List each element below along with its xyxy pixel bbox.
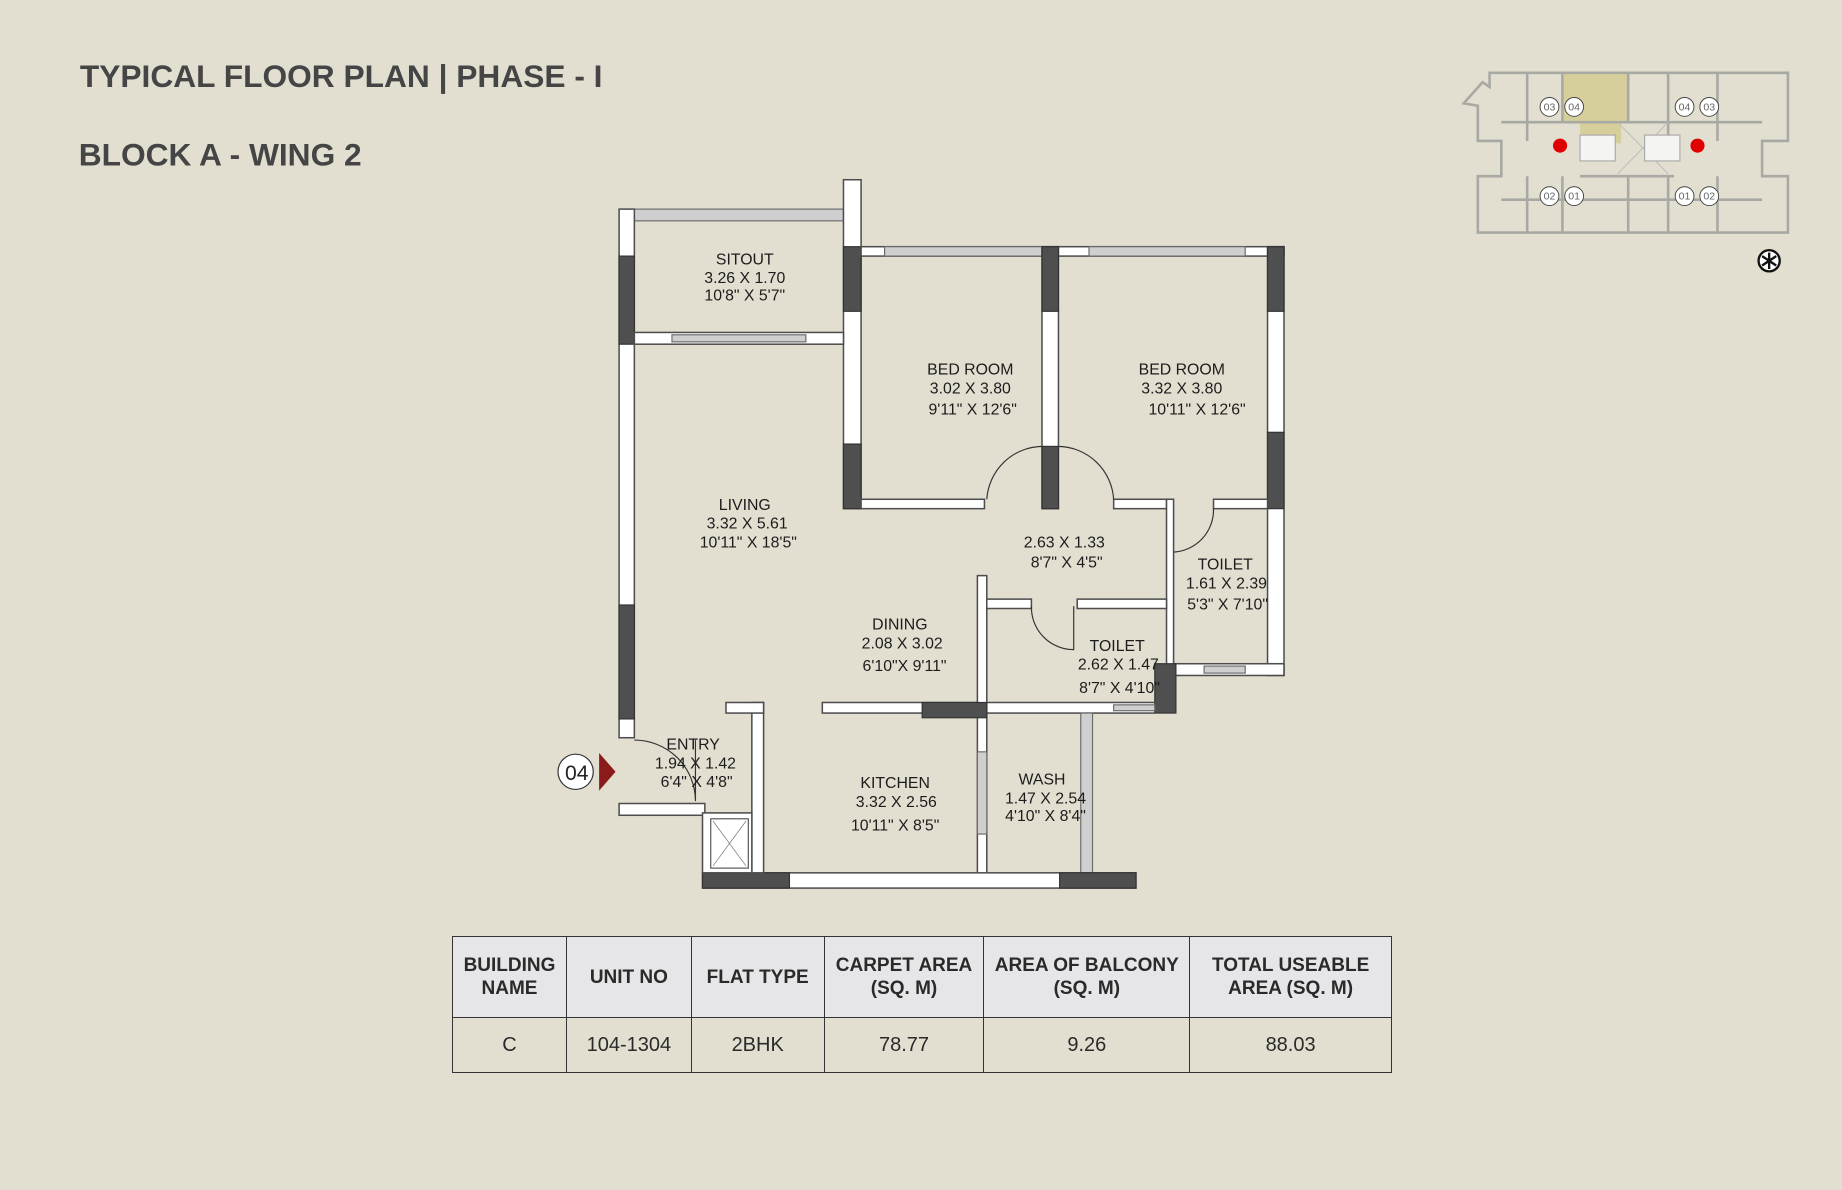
room-toilet-1: TOILET 1.61 X 2.39 5'3" X 7'10"	[1186, 557, 1268, 614]
svg-text:6'10"X 9'11": 6'10"X 9'11"	[863, 658, 947, 675]
room-toilet-2: TOILET 2.62 X 1.47 8'7" X 4'10"	[1078, 638, 1160, 697]
room-dining: DINING 2.08 X 3.02 6'10"X 9'11"	[862, 617, 947, 675]
cell-carpet-area: 78.77	[823, 1017, 985, 1073]
svg-text:8'7" X 4'10": 8'7" X 4'10"	[1079, 680, 1160, 697]
svg-text:4'10" X 8'4": 4'10" X 8'4"	[1005, 808, 1086, 825]
svg-text:ENTRY: ENTRY	[666, 736, 720, 753]
cell-flat-type: 2BHK	[690, 1017, 825, 1073]
cell-building-name: C	[452, 1017, 567, 1073]
svg-text:3.32 X 2.56: 3.32 X 2.56	[856, 794, 937, 811]
room-sitout: SITOUT 3.26 X 1.70 10'8" X 5'7"	[704, 251, 785, 304]
svg-text:02: 02	[1703, 191, 1715, 203]
svg-text:6'4" X 4'8": 6'4" X 4'8"	[661, 774, 733, 791]
page-subtitle: BLOCK A - WING 2	[79, 137, 362, 173]
cell-unit-no: 104-1304	[565, 1017, 692, 1073]
room-living: LIVING 3.32 X 5.61 10'11" X 18'5"	[700, 497, 797, 552]
svg-text:5'3" X 7'10": 5'3" X 7'10"	[1187, 597, 1268, 614]
key-plan: 03 04 04 03 02 01 01 02	[1461, 71, 1790, 273]
svg-text:KITCHEN: KITCHEN	[860, 775, 930, 792]
svg-text:LIVING: LIVING	[719, 497, 771, 514]
svg-text:04: 04	[1679, 101, 1691, 113]
svg-text:02: 02	[1544, 191, 1556, 203]
door-swings	[634, 445, 1215, 802]
lift-marker	[1690, 138, 1705, 153]
svg-text:3.26 X 1.70: 3.26 X 1.70	[704, 270, 785, 287]
svg-text:2.63 X 1.33: 2.63 X 1.33	[1024, 534, 1105, 551]
header-unit-no: UNIT NO	[565, 936, 692, 1018]
svg-text:04: 04	[1568, 101, 1580, 113]
room-kitchen: KITCHEN 3.32 X 2.56 10'11" X 8'5"	[851, 775, 939, 834]
svg-text:2.08 X 3.02: 2.08 X 3.02	[862, 635, 943, 652]
page-title: TYPICAL FLOOR PLAN | PHASE - I	[80, 58, 603, 94]
svg-text:10'8" X 5'7": 10'8" X 5'7"	[704, 288, 785, 305]
cell-total-useable-area: 88.03	[1189, 1017, 1392, 1073]
entry-marker: 04	[557, 753, 616, 791]
header-balcony-area: AREA OF BALCONY(SQ. M)	[983, 936, 1191, 1018]
cell-balcony-area: 9.26	[983, 1017, 1191, 1073]
svg-text:1.94 X 1.42: 1.94 X 1.42	[655, 755, 736, 772]
room-passage: 2.63 X 1.33 8'7" X 4'5"	[1024, 534, 1105, 571]
header-flat-type: FLAT TYPE	[690, 936, 825, 1018]
svg-text:10'11" X 18'5": 10'11" X 18'5"	[700, 534, 797, 551]
svg-text:01: 01	[1568, 191, 1580, 203]
room-bedroom-2: BED ROOM 3.32 X 3.80 10'11" X 12'6"	[1139, 362, 1246, 419]
svg-text:TOILET: TOILET	[1198, 557, 1253, 574]
svg-text:8'7" X 4'5": 8'7" X 4'5"	[1031, 554, 1103, 571]
north-compass-icon	[1757, 249, 1781, 273]
room-entry: ENTRY 1.94 X 1.42 6'4" X 4'8"	[655, 736, 736, 791]
svg-text:1.47 X 2.54: 1.47 X 2.54	[1005, 791, 1086, 808]
table-row: C 104-1304 2BHK 78.77 9.26 88.03	[452, 1017, 1392, 1073]
svg-text:DINING: DINING	[872, 617, 927, 634]
svg-text:10'11" X 12'6": 10'11" X 12'6"	[1148, 402, 1245, 419]
svg-text:04: 04	[565, 762, 589, 785]
svg-text:BED ROOM: BED ROOM	[1139, 362, 1225, 379]
room-bedroom-1: BED ROOM 3.02 X 3.80 9'11" X 12'6"	[927, 362, 1017, 419]
key-plan-unit-markers: 03 04 04 03 02 01 01 02	[1539, 97, 1720, 207]
svg-text:3.32 X 3.80: 3.32 X 3.80	[1141, 381, 1222, 398]
svg-text:3.02 X 3.80: 3.02 X 3.80	[930, 381, 1011, 398]
entry-arrow-icon	[599, 753, 616, 791]
svg-text:01: 01	[1679, 191, 1691, 203]
svg-text:03: 03	[1703, 101, 1715, 113]
svg-text:03: 03	[1544, 101, 1556, 113]
header-carpet-area: CARPET AREA(SQ. M)	[823, 936, 985, 1018]
svg-text:BED ROOM: BED ROOM	[927, 362, 1013, 379]
svg-text:2.62 X 1.47: 2.62 X 1.47	[1078, 657, 1159, 674]
svg-text:TOILET: TOILET	[1090, 638, 1145, 655]
svg-text:3.32 X 5.61: 3.32 X 5.61	[707, 516, 788, 533]
svg-text:10'11" X 8'5": 10'11" X 8'5"	[851, 818, 939, 835]
lift-marker	[1553, 138, 1568, 153]
walls	[618, 178, 1285, 889]
svg-text:1.61 X 2.39: 1.61 X 2.39	[1186, 576, 1267, 593]
svg-text:9'11" X 12'6": 9'11" X 12'6"	[929, 402, 1017, 419]
svg-text:WASH: WASH	[1019, 772, 1066, 789]
svg-text:SITOUT: SITOUT	[716, 251, 774, 268]
room-wash: WASH 1.47 X 2.54 4'10" X 8'4"	[1005, 772, 1086, 825]
